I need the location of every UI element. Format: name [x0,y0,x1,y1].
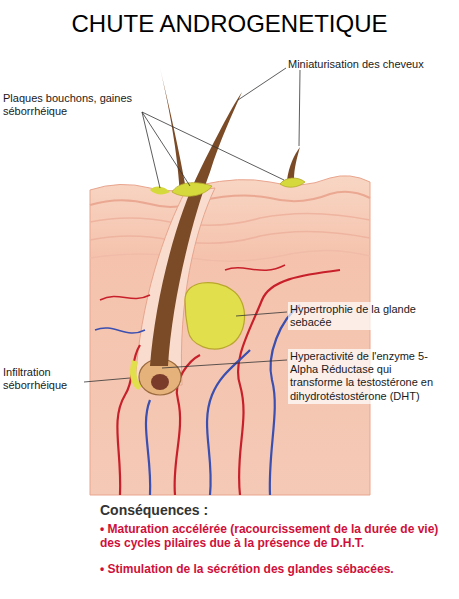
callout-label: Infiltration séborrhéique [3,366,83,392]
consequence-item: • Maturation accélérée (racourcissement … [100,522,455,551]
callout-label: Plaques bouchons, gaines séborrhéique [3,92,141,118]
section-heading: Conséquences : [100,502,400,519]
consequence-item: • Stimulation de la sécrétion des glande… [100,562,455,576]
callout-label: Hypertrophie de la glande sebacée [288,302,420,330]
title: CHUTE ANDROGENETIQUE [0,10,459,39]
callout-label: Miniaturisation des cheveux [288,58,456,71]
callout-label: Hyperactivité de l'enzyme 5-Alpha Réduct… [288,349,447,404]
